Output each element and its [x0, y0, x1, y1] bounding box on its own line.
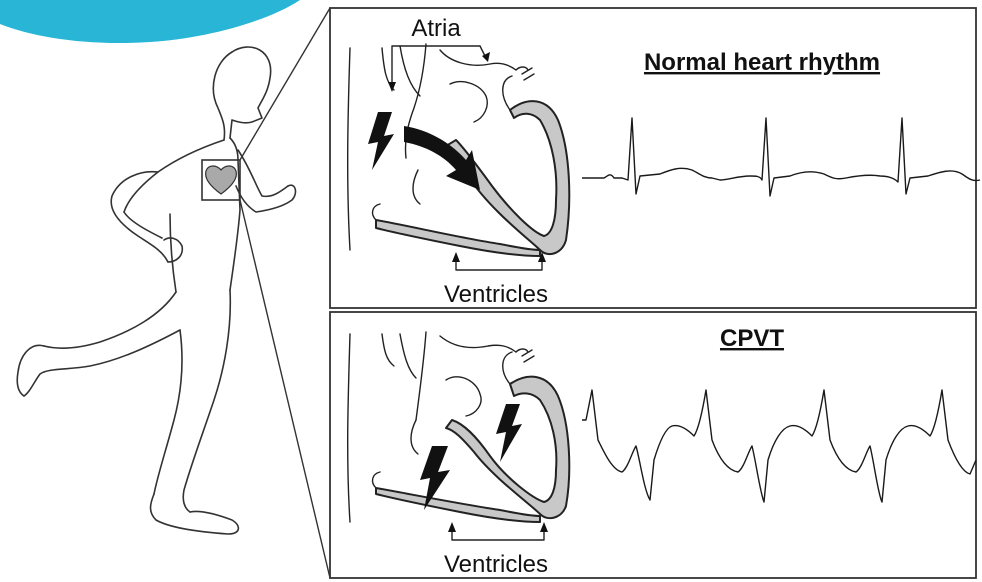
label-atria: Atria — [411, 15, 461, 42]
heart-cross-section-cpvt — [348, 332, 570, 522]
flow-arrow-icon — [404, 126, 480, 190]
zoom-line-bottom — [240, 200, 330, 578]
title-normal: Normal heart rhythm — [644, 49, 880, 76]
label-ventricles-bottom: Ventricles — [444, 551, 548, 578]
zoom-line-top — [240, 8, 330, 160]
atria-bracket — [392, 46, 486, 88]
panel-cpvt: Ventricles CPVT — [348, 325, 976, 578]
ventricles-bracket-top — [456, 258, 542, 270]
ecg-trace-normal — [582, 118, 980, 196]
label-ventricles-top: Ventricles — [444, 281, 548, 308]
chest-heart-icon — [206, 166, 237, 194]
heart-cross-section-normal — [348, 44, 570, 256]
runner-head — [230, 47, 271, 138]
panel-bottom-frame — [330, 312, 976, 578]
teal-accent-shape — [0, 0, 300, 43]
panel-normal: Atria Ventricles Normal heart rhythm — [348, 15, 980, 308]
title-cpvt: CPVT — [720, 325, 784, 352]
lightning-bolt-icon — [368, 112, 394, 170]
runner-figure — [17, 47, 295, 534]
lightning-bolt-icon — [496, 404, 522, 462]
ecg-trace-cpvt — [582, 390, 976, 502]
ventricles-bracket-bottom — [452, 528, 544, 540]
